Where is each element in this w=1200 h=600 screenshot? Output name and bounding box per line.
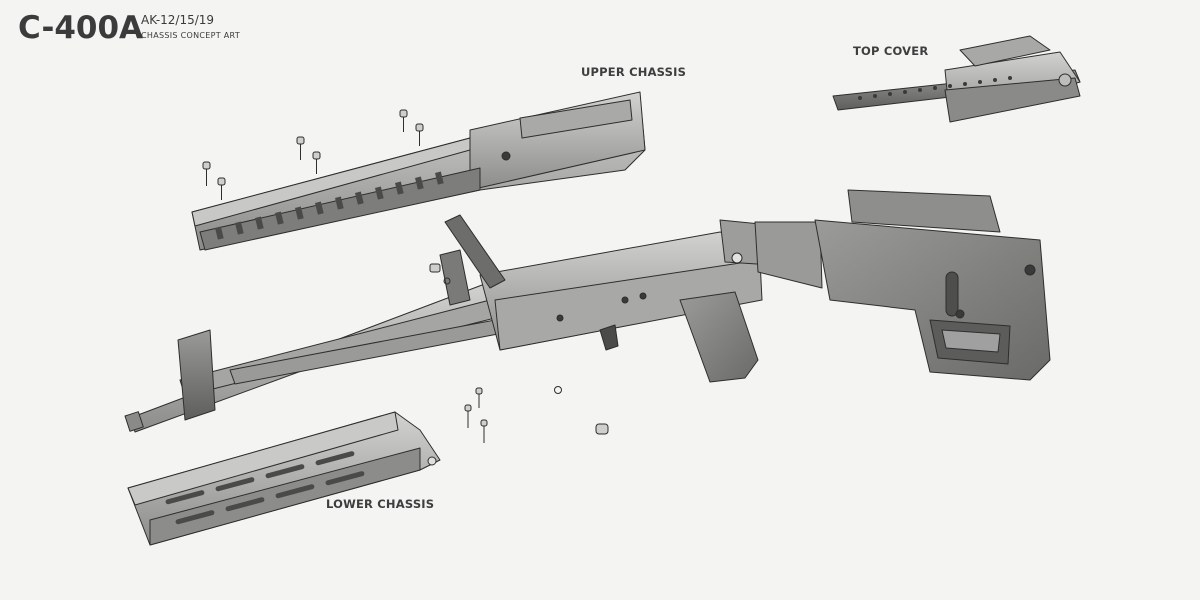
caption-subtitle: CHASSIS CONCEPT ART xyxy=(141,31,241,40)
lower-chassis-part xyxy=(127,411,441,546)
label-upper-chassis: UPPER CHASSIS xyxy=(581,65,687,79)
page-title: C-400A xyxy=(18,10,144,46)
rifle-stock xyxy=(754,189,1051,381)
loose-fasteners xyxy=(429,263,609,443)
upper-screws xyxy=(202,109,424,200)
top-cover-part xyxy=(832,35,1081,123)
rifle-receiver xyxy=(444,214,773,351)
upper-chassis-part xyxy=(191,91,646,251)
model-subtitle: AK-12/15/19 xyxy=(141,13,215,27)
label-lower-chassis: LOWER CHASSIS xyxy=(326,497,435,511)
label-top-cover: TOP COVER xyxy=(853,44,929,58)
rifle-barrel xyxy=(124,249,499,433)
pistol-grip xyxy=(679,291,759,383)
